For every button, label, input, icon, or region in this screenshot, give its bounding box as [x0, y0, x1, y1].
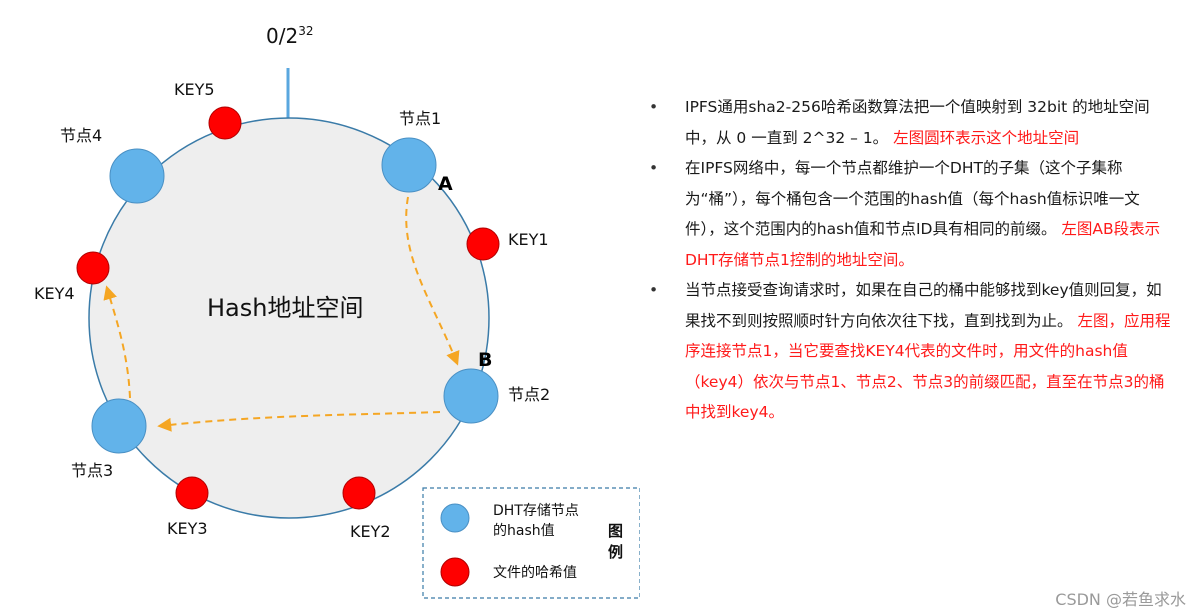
explanation-list: • IPFS通用sha2-256哈希函数算法把一个值映射到 32bit 的地址空…: [645, 92, 1177, 428]
node2-dot: [443, 368, 499, 424]
node2-label: 节点2: [508, 385, 550, 404]
explanation-text: IPFS通用sha2-256哈希函数算法把一个值映射到 32bit 的地址空间中…: [685, 98, 1150, 147]
marker-a: A: [438, 173, 453, 195]
legend-title-line1: 图: [608, 522, 623, 540]
legend-key-swatch: [440, 557, 470, 587]
explanation-text: 在IPFS网络中，每一个节点都维护一个DHT的子集（这个子集称为“桶”），每个桶…: [685, 159, 1140, 238]
bullet-icon: •: [649, 98, 659, 116]
key2-dot: [342, 476, 376, 510]
explanation-highlight: 左图圆环表示这个地址空间: [893, 128, 1080, 147]
key3-dot: [175, 476, 209, 510]
key3-label: KEY3: [167, 519, 208, 538]
key5-label: KEY5: [174, 80, 215, 99]
node1-label: 节点1: [399, 109, 441, 128]
hash-space-label: Hash地址空间: [207, 294, 363, 322]
key4-label: KEY4: [34, 284, 75, 303]
key1-dot: [466, 227, 500, 261]
dht-ring-diagram: 0/232 Hash地址空间 节点1 节点2 节点3 节点4 KEY1 KEY2…: [34, 24, 640, 599]
legend: DHT存储节点 的hash值 文件的哈希值 图 例: [422, 487, 640, 599]
node1-dot: [381, 137, 437, 193]
legend-node-label-line1: DHT存储节点: [493, 503, 579, 519]
key5-dot: [208, 106, 242, 140]
node3-label: 节点3: [71, 461, 113, 480]
marker-b: B: [478, 349, 492, 371]
legend-title-line2: 例: [608, 543, 623, 561]
legend-node-label-line2: 的hash值: [493, 523, 555, 539]
zero-point-label: 0/232: [266, 24, 313, 48]
node4-label: 节点4: [60, 126, 102, 145]
key1-label: KEY1: [508, 230, 549, 249]
explanation-highlight: 左图，应用程序连接节点1，当它要查找KEY4代表的文件时，用文件的hash值（k…: [685, 311, 1171, 422]
explanation-item: • IPFS通用sha2-256哈希函数算法把一个值映射到 32bit 的地址空…: [645, 92, 1177, 153]
explanation-highlight: 左图AB段表示DHT存储节点1控制的地址空间。: [685, 220, 1161, 269]
node3-dot: [91, 398, 147, 454]
explanation-text: 当节点接受查询请求时，如果在自己的桶中能够找到key值则回复，如果找不到则按照顺…: [685, 281, 1162, 330]
bullet-icon: •: [649, 159, 659, 177]
hash-ring: [88, 117, 490, 519]
bullet-icon: •: [649, 281, 659, 299]
path-node2-to-node3: [157, 411, 441, 432]
watermark: CSDN @若鱼求水: [1055, 590, 1186, 609]
key4-dot: [76, 251, 110, 285]
node4-dot: [109, 148, 165, 204]
explanation-item: • 当节点接受查询请求时，如果在自己的桶中能够找到key值则回复，如果找不到则按…: [645, 275, 1177, 428]
path-node3-to-key4: [103, 285, 131, 399]
legend-key-label: 文件的哈希值: [493, 565, 577, 581]
explanation-item: • 在IPFS网络中，每一个节点都维护一个DHT的子集（这个子集称为“桶”），每…: [645, 153, 1177, 275]
legend-node-swatch: [440, 503, 470, 533]
key2-label: KEY2: [350, 522, 391, 541]
